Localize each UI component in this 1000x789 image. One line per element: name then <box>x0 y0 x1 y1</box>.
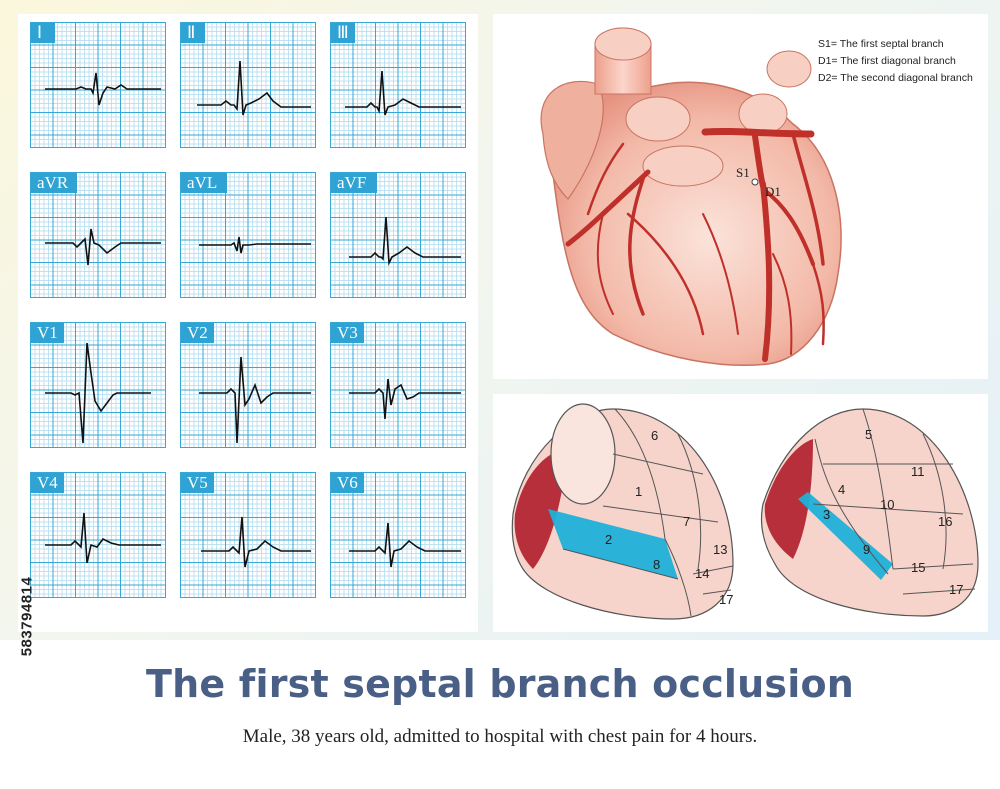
s1-marker <box>751 178 759 186</box>
d1-label: D1 <box>765 184 781 199</box>
segment-9: 9 <box>863 542 870 557</box>
segment-8: 8 <box>653 557 660 572</box>
ecg-trace <box>45 342 151 444</box>
ecg-trace <box>201 516 311 568</box>
ecg-lead-v1: V1 <box>30 322 166 448</box>
lv-view-left: 6 1 7 2 8 13 14 17 <box>511 403 734 620</box>
ecg-lead-v4: V4 <box>30 472 166 598</box>
lead-label: aVF <box>331 173 377 193</box>
segment-17-left: 17 <box>719 592 733 607</box>
legend-d1: D1= The first diagonal branch <box>818 55 956 67</box>
ecg-lead-i: Ⅰ <box>30 22 166 148</box>
left-atrial-appendage <box>540 80 604 200</box>
ecg-trace <box>349 216 461 267</box>
segment-11: 11 <box>911 464 925 479</box>
page-title: The first septal branch occlusion <box>145 662 855 706</box>
legend-d2: D2= The second diagonal branch <box>818 72 973 84</box>
lead-label: V1 <box>31 323 64 343</box>
segment-2: 2 <box>605 532 612 547</box>
lead-label: Ⅰ <box>31 23 55 43</box>
lead-label: V6 <box>331 473 364 493</box>
segment-6: 6 <box>651 428 658 443</box>
ecg-panel: Ⅰ Ⅱ Ⅲ aVR aVL aVF V1 <box>18 14 478 632</box>
ecg-lead-v6: V6 <box>330 472 466 598</box>
lead-label: V2 <box>181 323 214 343</box>
ecg-lead-ii: Ⅱ <box>180 22 316 148</box>
heart-panel: S1= The first septal branch D1= The firs… <box>493 14 988 379</box>
ecg-trace <box>197 60 311 116</box>
segment-7: 7 <box>683 514 690 529</box>
coronary-arteries <box>565 127 825 362</box>
lead-label: V3 <box>331 323 364 343</box>
ecg-trace <box>45 72 161 106</box>
segment-13: 13 <box>713 542 727 557</box>
ecg-trace <box>199 236 311 254</box>
legend-s1: S1= The first septal branch <box>818 38 944 50</box>
segment-17-right: 17 <box>949 582 963 597</box>
segment-3: 3 <box>823 507 830 522</box>
lv-view-right: 5 4 11 3 10 16 9 15 17 <box>760 408 979 617</box>
ecg-trace <box>349 522 461 568</box>
lv-segment-panel: 6 1 7 2 8 13 14 17 5 4 11 <box>493 394 988 632</box>
lead-label: Ⅲ <box>331 23 355 43</box>
vessel-aorta <box>625 96 691 142</box>
ecg-trace <box>349 378 461 420</box>
s1-label: S1 <box>736 165 750 180</box>
lead-label: aVR <box>31 173 77 193</box>
segment-14: 14 <box>695 566 709 581</box>
segment-10: 10 <box>880 497 894 512</box>
segment-4: 4 <box>838 482 845 497</box>
lv-segment-diagram: 6 1 7 2 8 13 14 17 5 4 11 <box>511 403 979 620</box>
ecg-lead-iii: Ⅲ <box>330 22 466 148</box>
segment-1: 1 <box>635 484 642 499</box>
heart-legend: S1= The first septal branch D1= The firs… <box>818 36 973 87</box>
segment-16: 16 <box>938 514 952 529</box>
ecg-lead-avl: aVL <box>180 172 316 298</box>
segment-15: 15 <box>911 560 925 575</box>
ecg-trace <box>45 228 161 266</box>
ecg-lead-avf: aVF <box>330 172 466 298</box>
lead-label: V5 <box>181 473 214 493</box>
ecg-trace <box>199 356 311 444</box>
lead-label: V4 <box>31 473 64 493</box>
ecg-trace <box>345 70 461 116</box>
heart-illustration: S1 D1 <box>540 27 842 366</box>
ecg-lead-v5: V5 <box>180 472 316 598</box>
ecg-lead-v2: V2 <box>180 322 316 448</box>
lead-label: Ⅱ <box>181 23 205 43</box>
vessel-base <box>642 145 724 187</box>
segment-5: 5 <box>865 427 872 442</box>
ecg-trace <box>45 512 161 564</box>
vessel-pulmonary <box>738 93 788 135</box>
page-subtitle: Male, 38 years old, admitted to hospital… <box>242 726 758 747</box>
vessel-top-2 <box>766 50 812 88</box>
ecg-lead-v3: V3 <box>330 322 466 448</box>
ecg-lead-avr: aVR <box>30 172 166 298</box>
lead-label: aVL <box>181 173 227 193</box>
